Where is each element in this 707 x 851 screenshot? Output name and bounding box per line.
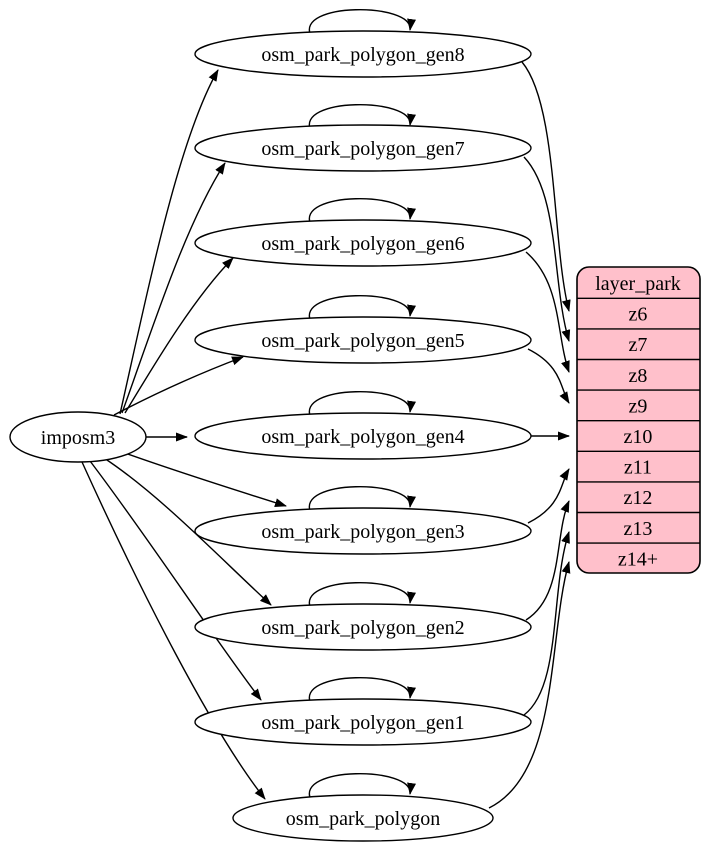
self-loop-gen5 bbox=[308, 295, 416, 323]
gen3-label: osm_park_polygon_gen3 bbox=[261, 521, 464, 543]
gen8-ellipse bbox=[194, 30, 532, 78]
self-loop-gen6 bbox=[308, 198, 416, 226]
self-loop-polygon bbox=[308, 773, 416, 801]
node-imposm3: imposm3 bbox=[9, 411, 147, 463]
self-loop-gen4 bbox=[308, 391, 416, 419]
edges-source-to-tables bbox=[81, 69, 287, 800]
edge-polygon-to-z14plus bbox=[488, 561, 571, 809]
self-loop-gen8 bbox=[308, 9, 416, 37]
gen2-label: osm_park_polygon_gen2 bbox=[261, 617, 464, 639]
node-osm-park-polygon-gen7: osm_park_polygon_gen7 bbox=[194, 124, 532, 172]
node-osm-park-polygon-gen3: osm_park_polygon_gen3 bbox=[194, 507, 532, 555]
node-osm-park-polygon-gen1: osm_park_polygon_gen1 bbox=[194, 698, 532, 746]
gen6-ellipse bbox=[194, 219, 532, 267]
layer-row-z8: z8 bbox=[629, 365, 648, 387]
self-loop-gen3 bbox=[308, 486, 416, 514]
imposm3-label: imposm3 bbox=[41, 427, 115, 449]
edge-gen2-to-z12 bbox=[525, 500, 570, 621]
node-osm-park-polygon-gen5: osm_park_polygon_gen5 bbox=[194, 316, 532, 364]
gen8-label: osm_park_polygon_gen8 bbox=[261, 44, 464, 66]
layer-row-z14plus: z14+ bbox=[618, 548, 658, 570]
polygon-label: osm_park_polygon bbox=[286, 808, 440, 830]
self-loop-gen7 bbox=[308, 104, 416, 132]
gen3-ellipse bbox=[194, 507, 532, 555]
self-loop-edges bbox=[308, 9, 416, 801]
layer-park-header: layer_park bbox=[595, 273, 681, 295]
layer-row-z7: z7 bbox=[629, 334, 648, 356]
edge-gen3-to-z11 bbox=[527, 468, 570, 524]
gen2-ellipse bbox=[194, 603, 532, 651]
layer-row-z6: z6 bbox=[629, 304, 648, 326]
edge-gen1-to-z13 bbox=[523, 531, 570, 716]
layer-row-z13: z13 bbox=[624, 518, 653, 540]
edges-tables-to-layer bbox=[488, 61, 571, 809]
edge-gen5-to-z9 bbox=[527, 348, 570, 404]
gen7-label: osm_park_polygon_gen7 bbox=[261, 138, 464, 160]
gen5-ellipse bbox=[194, 316, 532, 364]
edge-imposm3-to-gen2 bbox=[103, 457, 272, 606]
node-osm-park-polygon-gen8: osm_park_polygon_gen8 bbox=[194, 30, 532, 78]
gen6-label: osm_park_polygon_gen6 bbox=[261, 233, 464, 255]
edge-imposm3-to-gen8 bbox=[119, 69, 219, 415]
layer-row-z9: z9 bbox=[629, 395, 648, 417]
layer-row-z10: z10 bbox=[624, 426, 653, 448]
gen5-label: osm_park_polygon_gen5 bbox=[261, 330, 464, 352]
edge-gen8-to-z6 bbox=[521, 61, 571, 312]
edge-imposm3-to-gen7 bbox=[121, 162, 226, 414]
gen4-label: osm_park_polygon_gen4 bbox=[261, 426, 464, 448]
self-loop-gen1 bbox=[308, 677, 416, 705]
gen1-label: osm_park_polygon_gen1 bbox=[261, 712, 464, 734]
imposm3-ellipse bbox=[9, 411, 147, 463]
polygon-ellipse bbox=[232, 794, 494, 842]
node-osm-park-polygon-gen2: osm_park_polygon_gen2 bbox=[194, 603, 532, 651]
layer-park-table: layer_park z6 z7 z8 z9 z10 z11 z12 z13 z… bbox=[576, 266, 701, 574]
edge-imposm3-to-polygon bbox=[81, 461, 266, 800]
edge-imposm3-to-gen1 bbox=[89, 460, 262, 701]
gen1-ellipse bbox=[194, 698, 532, 746]
node-osm-park-polygon-gen6: osm_park_polygon_gen6 bbox=[194, 219, 532, 267]
edge-imposm3-to-gen6 bbox=[124, 257, 234, 414]
node-osm-park-polygon: osm_park_polygon bbox=[232, 794, 494, 842]
edge-imposm3-to-gen5 bbox=[113, 356, 244, 416]
layer-row-z12: z12 bbox=[624, 487, 653, 509]
node-osm-park-polygon-gen4: osm_park_polygon_gen4 bbox=[194, 412, 532, 460]
gen7-ellipse bbox=[194, 124, 532, 172]
edge-gen7-to-z7 bbox=[523, 156, 571, 342]
layer-row-z11: z11 bbox=[624, 457, 652, 479]
self-loop-gen2 bbox=[308, 582, 416, 610]
edge-imposm3-to-gen3 bbox=[121, 451, 287, 508]
edge-gen6-to-z8 bbox=[525, 251, 570, 373]
gen4-ellipse bbox=[194, 412, 532, 460]
